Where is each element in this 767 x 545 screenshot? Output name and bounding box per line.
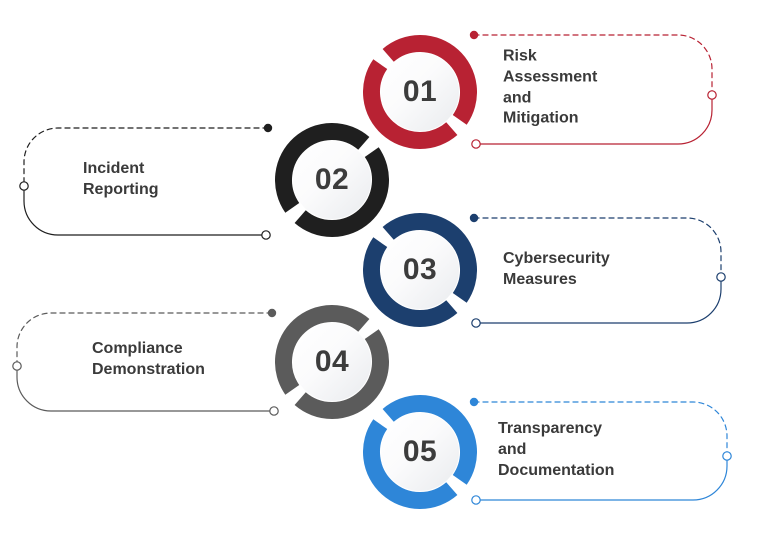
connector-02 (19, 123, 273, 240)
ring-segment-1 (363, 419, 458, 509)
ring-segment-1 (363, 59, 458, 149)
connector-dashed-arm (473, 401, 728, 457)
connector-end-marker (471, 495, 481, 505)
connector-dashed-arm (23, 127, 269, 187)
ring-segment-1 (275, 305, 370, 395)
step-number-04: 04 (314, 345, 350, 378)
connector-end-marker (471, 139, 481, 149)
step-ring-03 (363, 213, 477, 327)
step-ring-02 (275, 123, 389, 237)
connector-solid-arm (475, 276, 722, 324)
ring-segment-2 (382, 395, 477, 485)
step-ring-05 (363, 395, 477, 509)
step-label-04: Compliance Demonstration (92, 340, 205, 378)
ring-segment-2 (294, 329, 389, 419)
ring-segment-2 (294, 147, 389, 237)
connector-solid-arm (475, 94, 713, 145)
step-disc-03: 03 (381, 231, 459, 309)
step-number-01: 01 (402, 75, 438, 108)
step-number-03: 03 (402, 253, 438, 286)
connector-05 (469, 397, 732, 505)
connector-start-dot (469, 397, 479, 407)
connector-01 (469, 30, 717, 149)
ring-segment-1 (363, 237, 458, 327)
connector-03 (469, 213, 726, 328)
step-label-03: Cybersecurity Measures (503, 250, 610, 288)
connector-mid-marker (716, 272, 726, 282)
step-badge-02[interactable]: 02 (275, 123, 389, 237)
ring-segment-2 (382, 213, 477, 303)
connector-end-marker (261, 230, 271, 240)
connector-mid-marker (19, 181, 29, 191)
connector-end-marker (269, 406, 279, 416)
step-number-05: 05 (402, 435, 438, 468)
connector-start-dot (469, 213, 479, 223)
step-label-02: Incident Reporting (83, 160, 159, 198)
step-label-01: Risk Assessment and Mitigation (503, 47, 598, 127)
connector-end-marker (471, 318, 481, 328)
connector-start-dot (469, 30, 479, 40)
step-disc-02: 02 (293, 141, 371, 219)
step-disc-05: 05 (381, 413, 459, 491)
connector-mid-marker (707, 90, 717, 100)
step-disc-04: 04 (293, 323, 371, 401)
connector-dashed-arm (16, 312, 273, 367)
connector-dashed-arm (473, 34, 713, 96)
step-ring-04 (275, 305, 389, 419)
connector-mid-marker (12, 361, 22, 371)
connector-04 (12, 308, 279, 416)
connector-mid-marker (722, 451, 732, 461)
step-badge-03[interactable]: 03 (363, 213, 477, 327)
connector-solid-arm (475, 455, 728, 501)
step-badge-01[interactable]: 01 (363, 35, 477, 149)
step-badge-05[interactable]: 05 (363, 395, 477, 509)
step-ring-01 (363, 35, 477, 149)
step-label-05: Transparency and Documentation (498, 419, 615, 479)
connector-solid-arm (23, 185, 267, 236)
ring-segment-2 (382, 35, 477, 125)
step-number-02: 02 (314, 163, 350, 196)
ring-segment-1 (275, 123, 370, 213)
connector-start-dot (267, 308, 277, 318)
connector-dashed-arm (473, 217, 722, 278)
connector-start-dot (263, 123, 273, 133)
step-badge-04[interactable]: 04 (275, 305, 389, 419)
connector-solid-arm (16, 365, 275, 412)
step-disc-01: 01 (381, 53, 459, 131)
